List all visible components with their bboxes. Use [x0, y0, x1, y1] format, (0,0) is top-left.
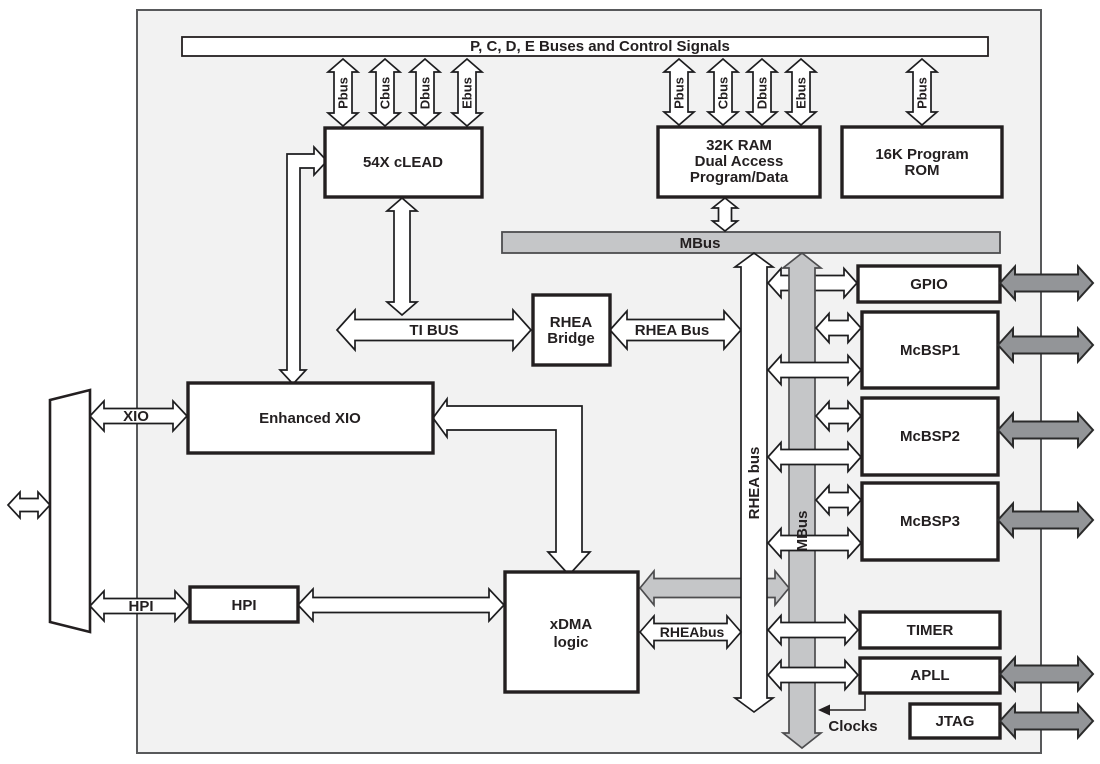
ti-bus-arrow — [335, 307, 533, 353]
mcbsp1-block — [860, 310, 1000, 390]
cpu-dbus-arrow — [407, 57, 443, 128]
timer-block — [858, 610, 1002, 650]
mbus-bar-label: MBus — [680, 235, 721, 252]
mcbsp2-block — [860, 396, 1000, 477]
cpu-ebus-label: Ebus — [460, 77, 475, 109]
mcbsp1-label: McBSP1 — [900, 342, 960, 359]
hpi-block-label: HPI — [231, 597, 256, 614]
clocks-arrowhead-icon — [818, 704, 830, 716]
ram-block-label-3: Program/Data — [690, 169, 789, 186]
rom-block — [840, 125, 1004, 199]
mcbsp3-label: McBSP3 — [900, 513, 960, 530]
enhanced-xio-label: Enhanced XIO — [259, 410, 361, 427]
apll-bus-arrow — [766, 658, 860, 692]
rom-pbus-label: Pbus — [915, 77, 930, 109]
ram-block — [656, 125, 822, 199]
cpu-cbus-arrow — [367, 57, 403, 128]
cpu-ebus-arrow — [449, 57, 485, 128]
apll-io-arrow — [998, 654, 1095, 694]
rhea-bus-h-label: RHEA Bus — [635, 322, 709, 339]
cpu-tibus-arrow — [384, 196, 420, 317]
gpio-io-arrow — [998, 263, 1095, 303]
rhea-bridge-label-2: Bridge — [547, 330, 595, 347]
external-port-arrow — [6, 489, 52, 521]
mcbsp1-io-arrow — [996, 325, 1095, 365]
xdma-logic-block — [503, 570, 640, 694]
rom-pbus-arrow — [904, 57, 940, 127]
xdma-label-1: xDMA — [550, 616, 593, 633]
cpu-pbus-label: Pbus — [336, 77, 351, 109]
ram-ebus-arrow — [783, 57, 819, 127]
ram-cbus-arrow — [705, 57, 741, 127]
enhanced-xio-block — [186, 381, 435, 455]
pcde-bus-bar — [181, 36, 989, 57]
cpu-dbus-label: Dbus — [418, 77, 433, 110]
ram-dbus-label: Dbus — [755, 77, 770, 110]
mcbsp3-io-arrow — [996, 500, 1095, 540]
cpu-cbus-label: Cbus — [378, 77, 393, 110]
rhea-bridge-block — [531, 293, 612, 367]
timer-label: TIMER — [907, 622, 954, 639]
ram-block-label-2: Dual Access — [695, 153, 784, 170]
rom-block-label-1: 16K Program — [875, 146, 968, 163]
ram-mbus-arrow — [710, 196, 740, 233]
cpu-block-label: 54X cLEAD — [363, 154, 443, 171]
apll-label: APLL — [910, 667, 949, 684]
hpi-block — [188, 585, 300, 624]
pcde-bus-bar-label: P, C, D, E Buses and Control Signals — [470, 38, 730, 55]
rom-block-label-2: ROM — [905, 162, 940, 179]
jtag-label: JTAG — [936, 713, 975, 730]
timer-bus-arrow — [766, 613, 860, 647]
clocks-line — [824, 693, 866, 711]
xdma-label-2: logic — [553, 634, 588, 651]
ram-pbus-label: Pbus — [672, 77, 687, 109]
xio-signal-label: XIO — [123, 408, 149, 425]
mbus-v-label: MBus — [794, 511, 811, 552]
ram-ebus-label: Ebus — [794, 77, 809, 109]
ram-block-label-1: 32K RAM — [706, 137, 772, 154]
clocks-label: Clocks — [828, 718, 877, 735]
mcbsp2-io-arrow — [996, 410, 1095, 450]
rheabus-xdma-label: RHEAbus — [660, 624, 725, 640]
mcbsp2-label: McBSP2 — [900, 428, 960, 445]
rhea-bridge-label-1: RHEA — [550, 314, 593, 331]
apll-block — [858, 656, 1002, 695]
ram-cbus-label: Cbus — [716, 77, 731, 110]
rhea-vertical-bus — [732, 251, 776, 714]
ram-dbus-arrow — [744, 57, 780, 127]
external-mux-trapezoid — [48, 388, 92, 634]
mbus-bar — [501, 231, 1001, 254]
rheabus-xdma-arrow — [638, 613, 743, 651]
ram-pbus-arrow — [661, 57, 697, 127]
gpio-label: GPIO — [910, 276, 948, 293]
ti-bus-label: TI BUS — [409, 322, 458, 339]
cpu-block — [323, 126, 484, 199]
rhea-bus-v-label: RHEA bus — [746, 447, 763, 520]
hpi-signal-label: HPI — [128, 598, 153, 615]
cpu-pbus-arrow — [325, 57, 361, 128]
mcbsp3-block — [860, 481, 1000, 562]
jtag-io-arrow — [998, 701, 1095, 741]
